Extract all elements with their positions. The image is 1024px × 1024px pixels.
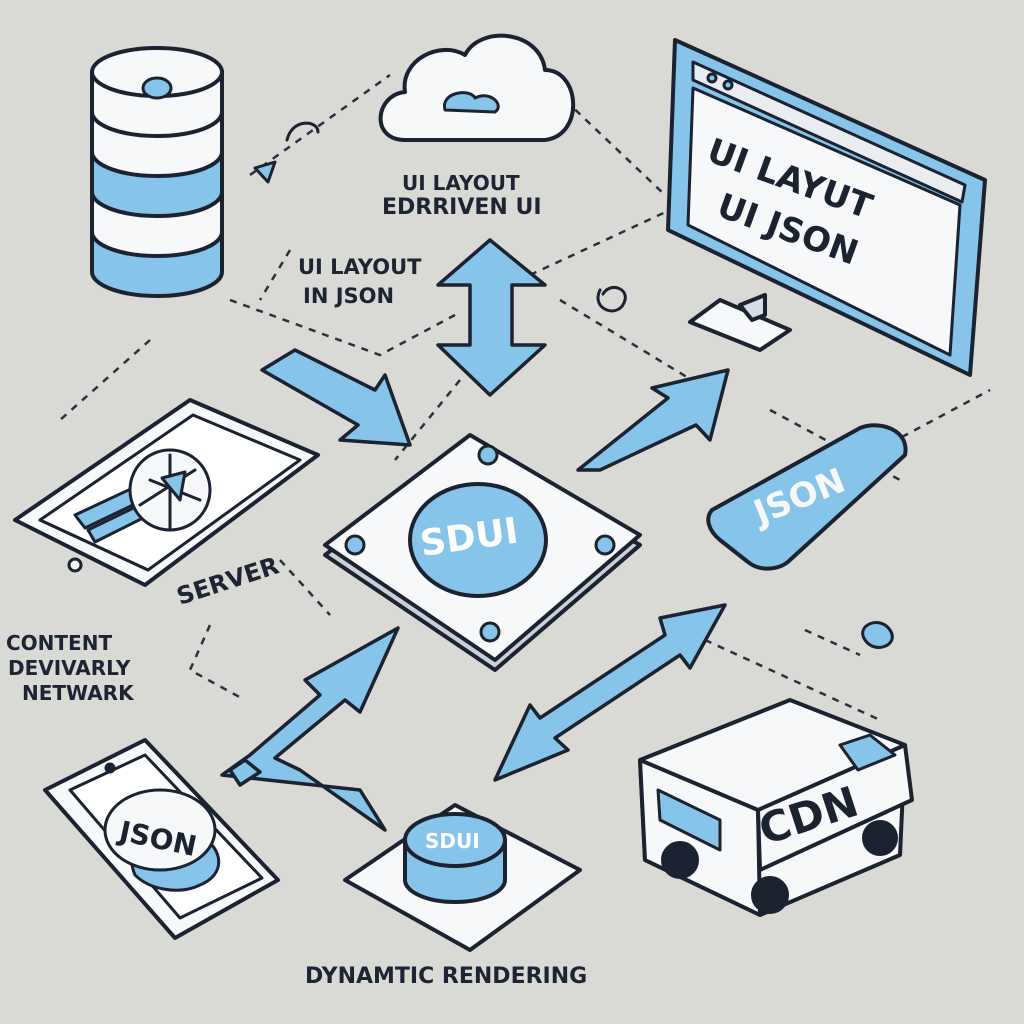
cdn-label-line2: DEVIVARLY (8, 656, 131, 680)
swirl-icon-3 (861, 621, 894, 649)
swirl-icon-2 (596, 285, 627, 313)
small-arrowhead-icon (253, 160, 277, 184)
double-arrow-vertical-icon (436, 238, 547, 397)
database-icon (90, 46, 224, 298)
double-arrow-bottom-right-icon (493, 603, 727, 782)
cloud-icon (378, 33, 576, 142)
arrow-tail-icon (228, 758, 262, 787)
sdui-small-label: SDUI (425, 829, 480, 853)
arrow-to-server-icon (260, 348, 412, 447)
server-board-icon: SDUI (323, 433, 642, 672)
arrow-to-monitor-icon (576, 368, 730, 472)
cdn-label-line1: CONTENT (6, 631, 112, 655)
truck-icon: CDN (638, 698, 914, 917)
ui-layout-json-label-2: IN JSON (303, 284, 394, 308)
ui-layout-json-label-1: UI LAYOUT (298, 255, 422, 279)
json-card-icon: JSON (706, 423, 908, 571)
server-label: SERVER (173, 551, 282, 610)
cdn-label-line3: NETWARK (22, 681, 135, 705)
ui-layout-top-label: UI LAYOUT (402, 171, 520, 195)
sdui-button-icon: SDUI (343, 803, 582, 952)
tablet-icon (13, 398, 320, 587)
monitor-icon: UI LAYUT UI JSON (666, 38, 987, 377)
phone-icon: JSON (43, 738, 280, 940)
dynamic-rendering-label: DYNAMTIC RENDERING (305, 964, 587, 989)
swirl-icon (285, 121, 320, 142)
double-arrow-bottom-left-icon (220, 626, 400, 832)
driven-ui-label: EDRRIVEN UI (382, 195, 542, 220)
